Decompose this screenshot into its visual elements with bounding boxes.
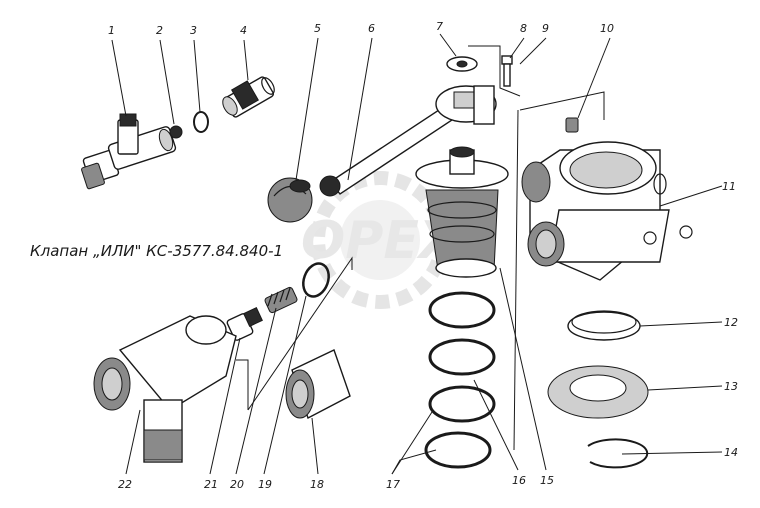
label-15: 15 bbox=[540, 474, 554, 487]
part-3-o-ring bbox=[193, 111, 209, 133]
part-5-ball-head bbox=[267, 177, 313, 223]
label-13: 13 bbox=[724, 380, 738, 393]
label-9: 9 bbox=[542, 22, 549, 35]
label-2: 2 bbox=[156, 24, 163, 37]
part-15-16-spool bbox=[415, 146, 509, 278]
label-12: 12 bbox=[724, 316, 738, 329]
label-17: 17 bbox=[386, 478, 400, 491]
label-8: 8 bbox=[520, 22, 527, 35]
label-3: 3 bbox=[190, 24, 197, 37]
part-8-bolt bbox=[501, 55, 513, 87]
label-4: 4 bbox=[240, 24, 247, 37]
part-22-tee-body bbox=[93, 315, 237, 463]
part-12-band-ring bbox=[567, 310, 641, 341]
label-19: 19 bbox=[258, 478, 272, 491]
label-5: 5 bbox=[314, 22, 321, 35]
part-10-plug bbox=[565, 117, 579, 133]
label-20: 20 bbox=[230, 478, 244, 491]
label-1: 1 bbox=[108, 24, 115, 37]
part-19-o-ring bbox=[302, 262, 330, 298]
label-16: 16 bbox=[512, 474, 526, 487]
label-6: 6 bbox=[368, 22, 375, 35]
part-number-labels: 1 2 3 4 5 6 7 8 9 10 11 12 13 14 15 16 1… bbox=[108, 20, 738, 491]
label-10: 10 bbox=[600, 22, 614, 35]
part-18-nut-body bbox=[285, 349, 351, 420]
part-21-fitting-nut bbox=[226, 307, 263, 341]
diagram-title: Клапан „ИЛИ" КС-3577.84.840-1 bbox=[30, 242, 283, 260]
part-20-spring bbox=[264, 286, 298, 314]
label-14: 14 bbox=[724, 446, 738, 459]
part-17-ring-stack bbox=[424, 291, 496, 469]
label-11: 11 bbox=[722, 180, 736, 193]
label-21: 21 bbox=[204, 478, 218, 491]
part-6-lever-shaft bbox=[319, 85, 497, 197]
leader-lines bbox=[111, 33, 723, 475]
part-1-tee-fitting bbox=[81, 113, 177, 190]
part-11-valve-body bbox=[521, 141, 693, 281]
part-7-washer bbox=[446, 56, 478, 72]
label-18: 18 bbox=[310, 478, 324, 491]
part-13-flat-washer bbox=[547, 365, 649, 419]
part-14-snap-ring bbox=[587, 438, 649, 469]
label-22: 22 bbox=[118, 478, 132, 491]
part-4-double-fitting bbox=[222, 76, 275, 118]
label-7: 7 bbox=[436, 20, 443, 33]
part-2-ball bbox=[169, 125, 183, 139]
